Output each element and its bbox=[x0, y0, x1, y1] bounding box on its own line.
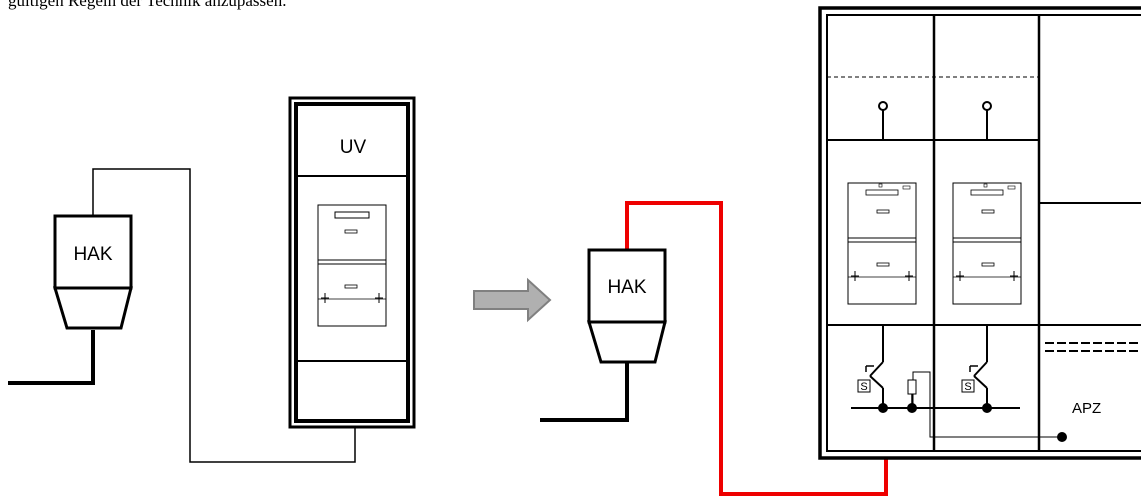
switch-1: S bbox=[857, 325, 888, 413]
hak-box-right: HAK bbox=[586, 248, 667, 364]
s-mark-1: S bbox=[860, 381, 867, 393]
supply-cable-right bbox=[540, 360, 629, 422]
uv-cabinet: UV bbox=[288, 96, 416, 429]
s-mark-2: S bbox=[964, 381, 971, 393]
hak-label-right: HAK bbox=[607, 277, 646, 298]
apz-dashes bbox=[1045, 342, 1141, 352]
caption-text: gültigen Regeln der Technik anzupassen. bbox=[8, 0, 287, 10]
fuse bbox=[907, 379, 917, 413]
connection-line-left bbox=[92, 168, 356, 463]
transition-arrow bbox=[473, 277, 552, 323]
terminal-1 bbox=[878, 101, 888, 140]
before-installation: HAK UV bbox=[8, 96, 416, 463]
terminal-2 bbox=[982, 101, 992, 140]
switch-2: S bbox=[961, 325, 992, 413]
after-installation: HAK bbox=[540, 6, 1141, 496]
meter-1 bbox=[847, 182, 917, 305]
new-cable-red bbox=[625, 201, 888, 496]
uv-label: UV bbox=[340, 137, 367, 158]
hak-box-left: HAK bbox=[52, 214, 133, 330]
hak-label-left: HAK bbox=[73, 244, 112, 265]
apz-node bbox=[1057, 432, 1067, 442]
apz-label: APZ bbox=[1072, 400, 1101, 417]
meter-2 bbox=[952, 182, 1022, 305]
supply-cable-left bbox=[8, 330, 95, 385]
meter-uv bbox=[317, 204, 387, 327]
